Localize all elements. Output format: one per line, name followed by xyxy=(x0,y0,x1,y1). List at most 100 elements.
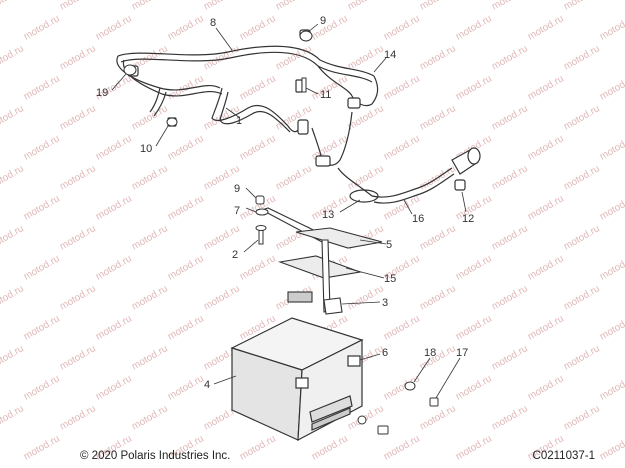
watermark-text: motod.ru xyxy=(22,133,62,162)
callout-9-top: 9 xyxy=(320,15,326,27)
watermark-text: motod.ru xyxy=(22,253,62,282)
watermark-text: motod.ru xyxy=(562,103,602,132)
watermark-text: motod.ru xyxy=(22,433,62,462)
watermark-text: motod.ru xyxy=(22,13,62,42)
watermark-text: motod.ru xyxy=(0,223,26,252)
watermark-text: motod.ru xyxy=(0,43,26,72)
watermark-text: motod.ru xyxy=(454,373,494,402)
watermark-text: motod.ru xyxy=(526,133,566,162)
watermark-text: motod.ru xyxy=(346,283,386,312)
watermark-text: motod.ru xyxy=(562,43,602,72)
watermark-text: motod.ru xyxy=(418,0,458,13)
watermark-text: motod.ru xyxy=(418,43,458,72)
watermark-text: motod.ru xyxy=(166,133,206,162)
watermark-text: motod.ru xyxy=(94,373,134,402)
callout-18: 18 xyxy=(424,347,436,359)
figure-id: C0211037-1 xyxy=(532,450,595,462)
watermark-text: motod.ru xyxy=(94,193,134,222)
watermark-text: motod.ru xyxy=(418,403,458,432)
watermark-text: motod.ru xyxy=(310,433,350,462)
watermark-text: motod.ru xyxy=(490,163,530,192)
watermark-text: motod.ru xyxy=(418,103,458,132)
callout-16: 16 xyxy=(412,213,424,225)
watermark-text: motod.ru xyxy=(418,223,458,252)
watermark-text: motod.ru xyxy=(562,163,602,192)
callout-2: 2 xyxy=(232,249,238,261)
watermark-text: motod.ru xyxy=(274,0,314,13)
watermark-text: motod.ru xyxy=(310,13,350,42)
watermark-text: motod.ru xyxy=(238,133,278,162)
watermark-text: motod.ru xyxy=(58,343,98,372)
watermark-text: motod.ru xyxy=(490,343,530,372)
watermark-text: motod.ru xyxy=(238,253,278,282)
fasteners xyxy=(123,30,439,435)
callout-10: 10 xyxy=(140,143,152,155)
watermark-text: motod.ru xyxy=(454,73,494,102)
watermark-text: motod.ru xyxy=(274,163,314,192)
watermark-text: motod.ru xyxy=(0,163,26,192)
watermark-text: motod.ru xyxy=(562,0,602,13)
watermark-text: motod.ru xyxy=(166,313,206,342)
watermark-text: motod.ru xyxy=(598,73,625,102)
watermark-text: motod.ru xyxy=(490,283,530,312)
watermark-text: motod.ru xyxy=(58,43,98,72)
watermark-text: motod.ru xyxy=(490,0,530,13)
watermark-text: motod.ru xyxy=(130,223,170,252)
callout-5: 5 xyxy=(386,239,392,251)
watermark-text: motod.ru xyxy=(94,253,134,282)
callout-17: 17 xyxy=(456,347,468,359)
watermark-text: motod.ru xyxy=(598,193,625,222)
callout-13: 13 xyxy=(322,209,334,221)
watermark-text: motod.ru xyxy=(526,313,566,342)
watermark-text: motod.ru xyxy=(22,313,62,342)
watermark-text: motod.ru xyxy=(130,163,170,192)
watermark-text: motod.ru xyxy=(94,313,134,342)
watermark-text: motod.ru xyxy=(526,373,566,402)
watermark-text: motod.ru xyxy=(0,283,26,312)
callout-7: 7 xyxy=(234,205,240,217)
callout-11: 11 xyxy=(320,89,331,101)
watermark-text: motod.ru xyxy=(382,313,422,342)
watermark-text: motod.ru xyxy=(562,403,602,432)
watermark-text: motod.ru xyxy=(454,313,494,342)
watermark-text: motod.ru xyxy=(0,343,26,372)
watermark-text: motod.ru xyxy=(94,13,134,42)
watermark-text: motod.ru xyxy=(202,283,242,312)
watermark-text: motod.ru xyxy=(382,13,422,42)
callout-labels: 8 9 14 11 19 1 10 13 16 12 9 7 2 5 15 3 … xyxy=(96,15,474,391)
watermark-text: motod.ru xyxy=(382,433,422,462)
callout-15: 15 xyxy=(384,273,396,285)
watermark-text: motod.ru xyxy=(598,433,625,462)
watermark-text: motod.ru xyxy=(346,163,386,192)
watermark-text: motod.ru xyxy=(202,0,242,13)
watermark-text: motod.ru xyxy=(238,73,278,102)
watermark-text: motod.ru xyxy=(130,343,170,372)
watermark-text: motod.ru xyxy=(526,193,566,222)
watermark-text: motod.ru xyxy=(58,0,98,13)
watermark-text: motod.ru xyxy=(166,73,206,102)
watermark-text: motod.ru xyxy=(526,253,566,282)
watermark-text: motod.ru xyxy=(490,223,530,252)
callout-3: 3 xyxy=(382,297,388,309)
watermark-text: motod.ru xyxy=(58,223,98,252)
watermark-text: motod.ru xyxy=(130,103,170,132)
watermark-text: motod.ru xyxy=(454,253,494,282)
watermark-text: motod.ru xyxy=(0,0,26,13)
callout-4: 4 xyxy=(204,379,210,391)
watermark-text: motod.ru xyxy=(490,103,530,132)
watermark-text: motod.ru xyxy=(490,43,530,72)
watermark-text: motod.ru xyxy=(22,373,62,402)
battery xyxy=(230,317,364,442)
watermark-text: motod.ru xyxy=(166,373,206,402)
callout-12: 12 xyxy=(462,213,474,225)
watermark-text: motod.ru xyxy=(526,13,566,42)
watermark-text: motod.ru xyxy=(58,163,98,192)
watermark-text: motod.ru xyxy=(346,0,386,13)
callout-8: 8 xyxy=(210,17,216,29)
callout-14: 14 xyxy=(384,49,396,61)
watermark-text: motod.ru xyxy=(598,253,625,282)
watermark-text: motod.ru xyxy=(382,373,422,402)
watermark-text: motod.ru xyxy=(58,103,98,132)
watermark-text: motod.ru xyxy=(130,403,170,432)
watermark-text: motod.ru xyxy=(22,73,62,102)
